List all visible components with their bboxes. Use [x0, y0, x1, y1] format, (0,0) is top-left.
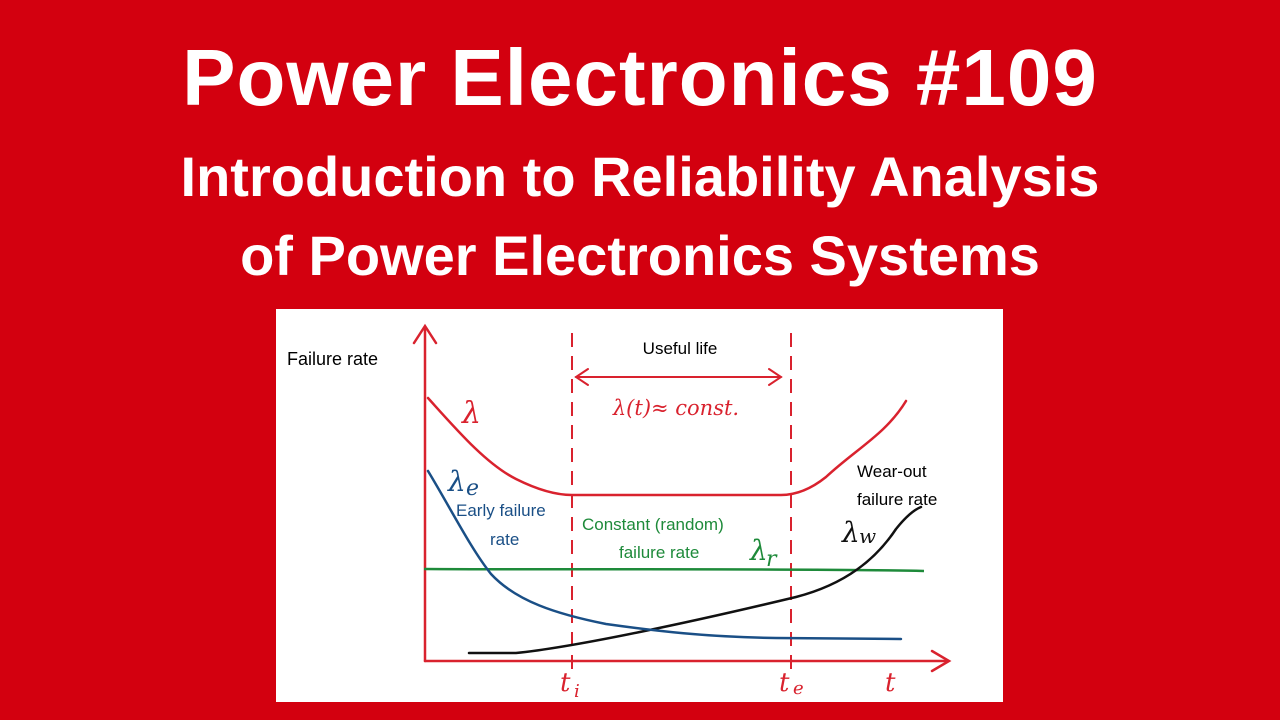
ti-label: t i [560, 668, 580, 702]
lambda-random-symbol: λ r [749, 534, 778, 572]
early-failure-curve [426, 469, 903, 641]
video-title: Power Electronics #109 [182, 33, 1098, 122]
subtitle-line-1: Introduction to Reliability Analysis [180, 145, 1100, 208]
svg-text:λ: λ [447, 465, 466, 498]
svg-text:t: t [779, 668, 790, 698]
constant-failure-label-line1: Constant (random) [582, 515, 724, 534]
lambda-wearout-symbol: λ w [841, 516, 876, 549]
x-axis-arrow [930, 649, 952, 673]
wearout-label-line2: failure rate [857, 490, 937, 509]
svg-text:t: t [560, 668, 571, 698]
x-axis-label: t [885, 668, 896, 698]
te-label: t e [779, 668, 804, 699]
useful-life-label: Useful life [643, 339, 718, 358]
useful-life-arrow [574, 368, 783, 386]
svg-text:e: e [466, 476, 479, 501]
svg-text:λ: λ [749, 534, 768, 567]
svg-text:e: e [793, 678, 804, 699]
total-failure-curve [426, 396, 908, 497]
lambda-total-label: λ [461, 396, 481, 431]
bathtub-curve-diagram: Failure rate Useful life λ(t)≈ const. λ … [276, 309, 1003, 702]
subtitle-line-2: of Power Electronics Systems [240, 224, 1040, 287]
svg-text:λ: λ [841, 516, 860, 549]
wearout-failure-curve [467, 505, 923, 655]
lambda-early-symbol: λ e [447, 465, 479, 501]
wearout-label-line1: Wear-out [857, 462, 927, 481]
constant-failure-label-line2: failure rate [619, 543, 699, 562]
svg-text:w: w [859, 524, 876, 548]
axes [412, 323, 952, 673]
y-axis-label: Failure rate [287, 349, 378, 369]
early-failure-label-line1: Early failure [456, 501, 546, 520]
constant-lambda-label: λ(t)≈ const. [612, 396, 739, 420]
svg-text:r: r [766, 547, 778, 572]
random-failure-curve [423, 567, 925, 573]
y-axis-arrow [412, 323, 438, 345]
early-failure-label-line2: rate [490, 530, 519, 549]
svg-text:i: i [574, 681, 580, 702]
